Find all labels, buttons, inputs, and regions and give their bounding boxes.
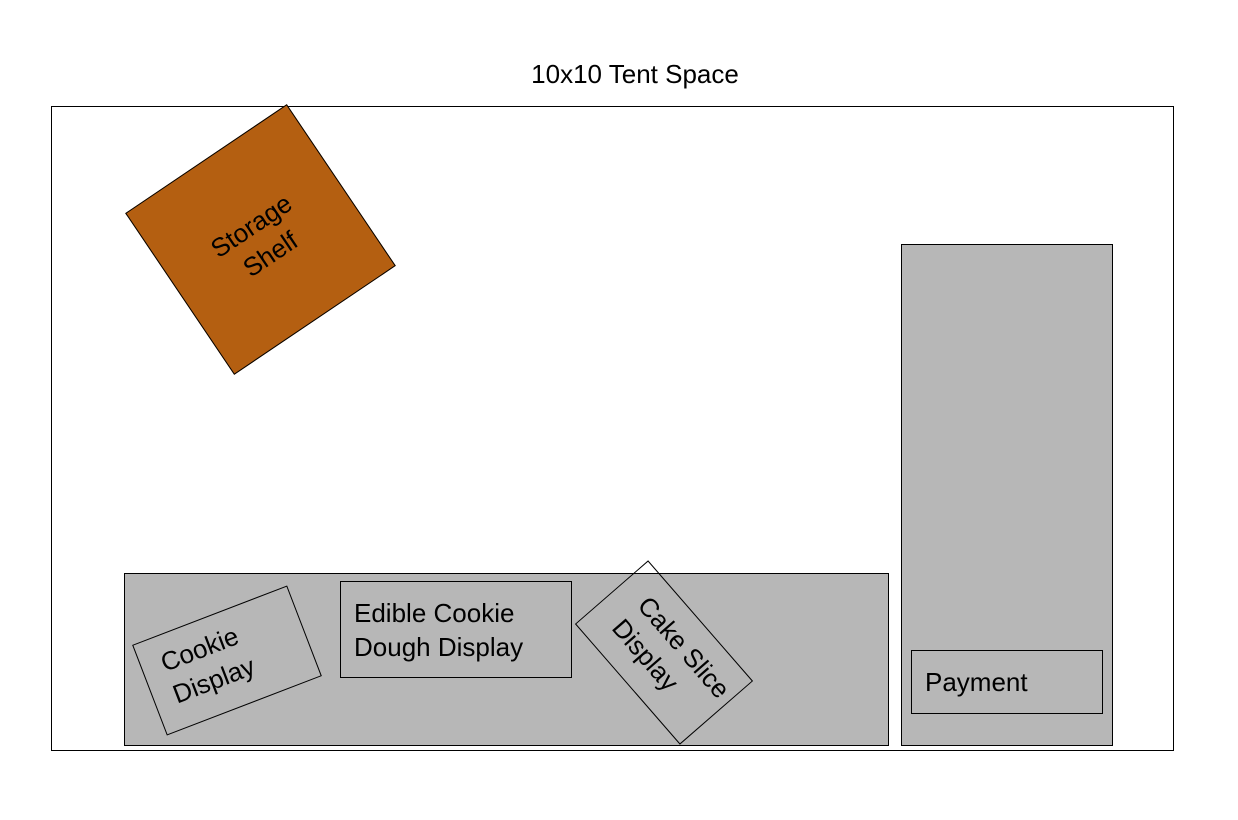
cookie-display-label: Cookie Display xyxy=(156,620,259,710)
edible-cookie-dough-display: Edible Cookie Dough Display xyxy=(340,581,572,678)
edible-cookie-dough-display-label: Edible Cookie Dough Display xyxy=(354,598,524,662)
diagram-title: 10x10 Tent Space xyxy=(531,59,739,89)
payment-label: Payment xyxy=(925,667,1028,697)
side-table xyxy=(901,244,1113,746)
storage-shelf-label: Storage Shelf xyxy=(204,187,303,283)
payment-area: Payment xyxy=(911,650,1103,714)
front-table xyxy=(124,573,889,746)
